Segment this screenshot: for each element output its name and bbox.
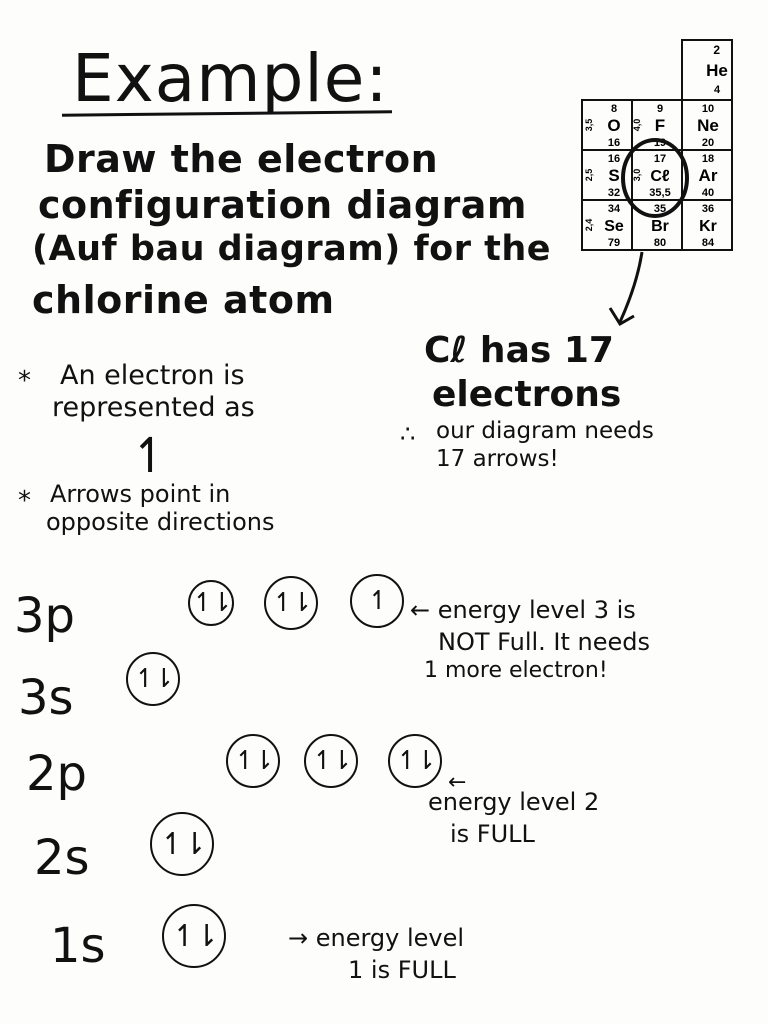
level1-comment-line-2: 1 is FULL (348, 956, 456, 984)
orbital-2p-box-2: ↿⇂ (304, 734, 358, 788)
chlorine-highlight-circle (621, 138, 689, 218)
chlorine-pointer-arrowhead (608, 307, 635, 327)
chlorine-pointer-arrow (618, 251, 644, 323)
se-symbol: Se (604, 218, 624, 235)
orbital-3p-box-3: ↿ (350, 574, 404, 628)
level1-comment-line-1: → energy level (288, 924, 465, 952)
ne-symbol: Ne (697, 116, 719, 135)
arrows-needed-line-1: our diagram needs (436, 418, 654, 444)
electron-pair-arrows: ↿⇂ (171, 918, 219, 954)
orbital-label-3s: 3s (18, 670, 74, 726)
orbital-3p-box-2: ↿⇂ (264, 576, 318, 630)
br-mass: 80 (654, 237, 666, 249)
level2-comment-line-2: is FULL (450, 820, 535, 848)
level2-comment-line-1: energy level 2 (428, 788, 600, 816)
s-symbol: S (608, 166, 619, 185)
cl-symbol: Cℓ (650, 168, 670, 185)
orbital-label-3p: 3p (14, 588, 76, 644)
periodic-table-excerpt: 2 He 4 8 O 16 3,5 9 F 19 4,0 10 Ne 20 (580, 38, 740, 342)
o-electronegativity: 3,5 (584, 119, 594, 132)
task-line-1: Draw the electron (44, 137, 439, 181)
arrows-needed-line-2: 17 arrows! (436, 446, 559, 472)
task-line-2: configuration diagram (38, 183, 528, 227)
level3-comment-line-1: ← energy level 3 is (410, 596, 636, 624)
ar-symbol: Ar (699, 166, 718, 185)
note-arrows-line-2: opposite directions (46, 508, 275, 536)
electron-pair-arrows: ↿⇂ (312, 746, 353, 776)
s-number: 16 (608, 153, 620, 165)
he-symbol: He (706, 61, 728, 80)
he-mass: 4 (714, 84, 721, 96)
br-number: 35 (654, 203, 666, 215)
electron-pair-arrows: ↿⇂ (234, 746, 275, 776)
electron-arrow-example: ↿ (130, 428, 171, 484)
o-number: 8 (611, 103, 617, 115)
task-line-3: (Auf bau diagram) for the (32, 229, 552, 269)
orbital-2s-box: ↿⇂ (150, 812, 214, 876)
electron-pair-arrows: ↿⇂ (134, 664, 175, 694)
chlorine-statement-line-2: electrons (432, 374, 622, 415)
orbital-label-2s: 2s (34, 830, 90, 886)
orbital-2p-box-3: ↿⇂ (388, 734, 442, 788)
ar-number: 18 (702, 153, 714, 165)
f-number: 9 (657, 103, 663, 115)
orbital-3s-box: ↿⇂ (126, 652, 180, 706)
electron-single-arrow: ↿ (367, 586, 390, 616)
se-mass: 79 (608, 237, 620, 249)
ne-mass: 20 (702, 137, 714, 149)
s-mass: 32 (608, 187, 620, 199)
cl-number: 17 (654, 153, 666, 165)
level2-pointer-arrow: ← (448, 770, 467, 795)
task-line-4: chlorine atom (32, 278, 335, 322)
bullet-star-1: * (18, 366, 31, 396)
level3-comment-line-2: NOT Full. It needs (438, 628, 651, 656)
ne-number: 10 (702, 103, 714, 115)
page-title: Example: (72, 40, 389, 117)
electron-pair-arrows: ↿⇂ (396, 746, 437, 776)
f-electronegativity: 4,0 (632, 119, 642, 132)
f-symbol: F (655, 116, 665, 135)
note-electron-line-1: An electron is (60, 360, 245, 391)
o-mass: 16 (608, 137, 620, 149)
ar-mass: 40 (702, 187, 714, 199)
s-electronegativity: 2,5 (584, 169, 594, 182)
kr-symbol: Kr (699, 218, 717, 235)
bullet-star-2: * (18, 486, 31, 516)
orbital-2p-box-1: ↿⇂ (226, 734, 280, 788)
chlorine-statement-line-1: Cℓ has 17 (424, 330, 614, 371)
kr-mass: 84 (702, 237, 715, 249)
orbital-3p-box-1: ↿⇂ (188, 580, 234, 626)
orbital-label-1s: 1s (50, 918, 106, 974)
cl-electronegativity: 3,0 (632, 169, 642, 182)
orbital-1s-box: ↿⇂ (162, 904, 226, 968)
electron-pair-arrows: ↿⇂ (272, 588, 313, 618)
electron-pair-arrows: ↿⇂ (192, 588, 233, 618)
orbital-label-2p: 2p (26, 746, 88, 802)
note-electron-line-2: represented as (52, 392, 255, 423)
br-symbol: Br (651, 218, 669, 235)
therefore-symbol: ∴ (400, 420, 416, 448)
se-electronegativity: 2,4 (584, 219, 594, 232)
level3-comment-line-3: 1 more electron! (424, 658, 608, 683)
he-number: 2 (713, 43, 720, 57)
note-arrows-line-1: Arrows point in (50, 480, 231, 508)
kr-number: 36 (702, 203, 714, 215)
cl-mass: 35,5 (649, 187, 670, 199)
se-number: 34 (608, 203, 621, 215)
o-symbol: O (607, 116, 620, 135)
electron-pair-arrows: ↿⇂ (159, 826, 207, 862)
